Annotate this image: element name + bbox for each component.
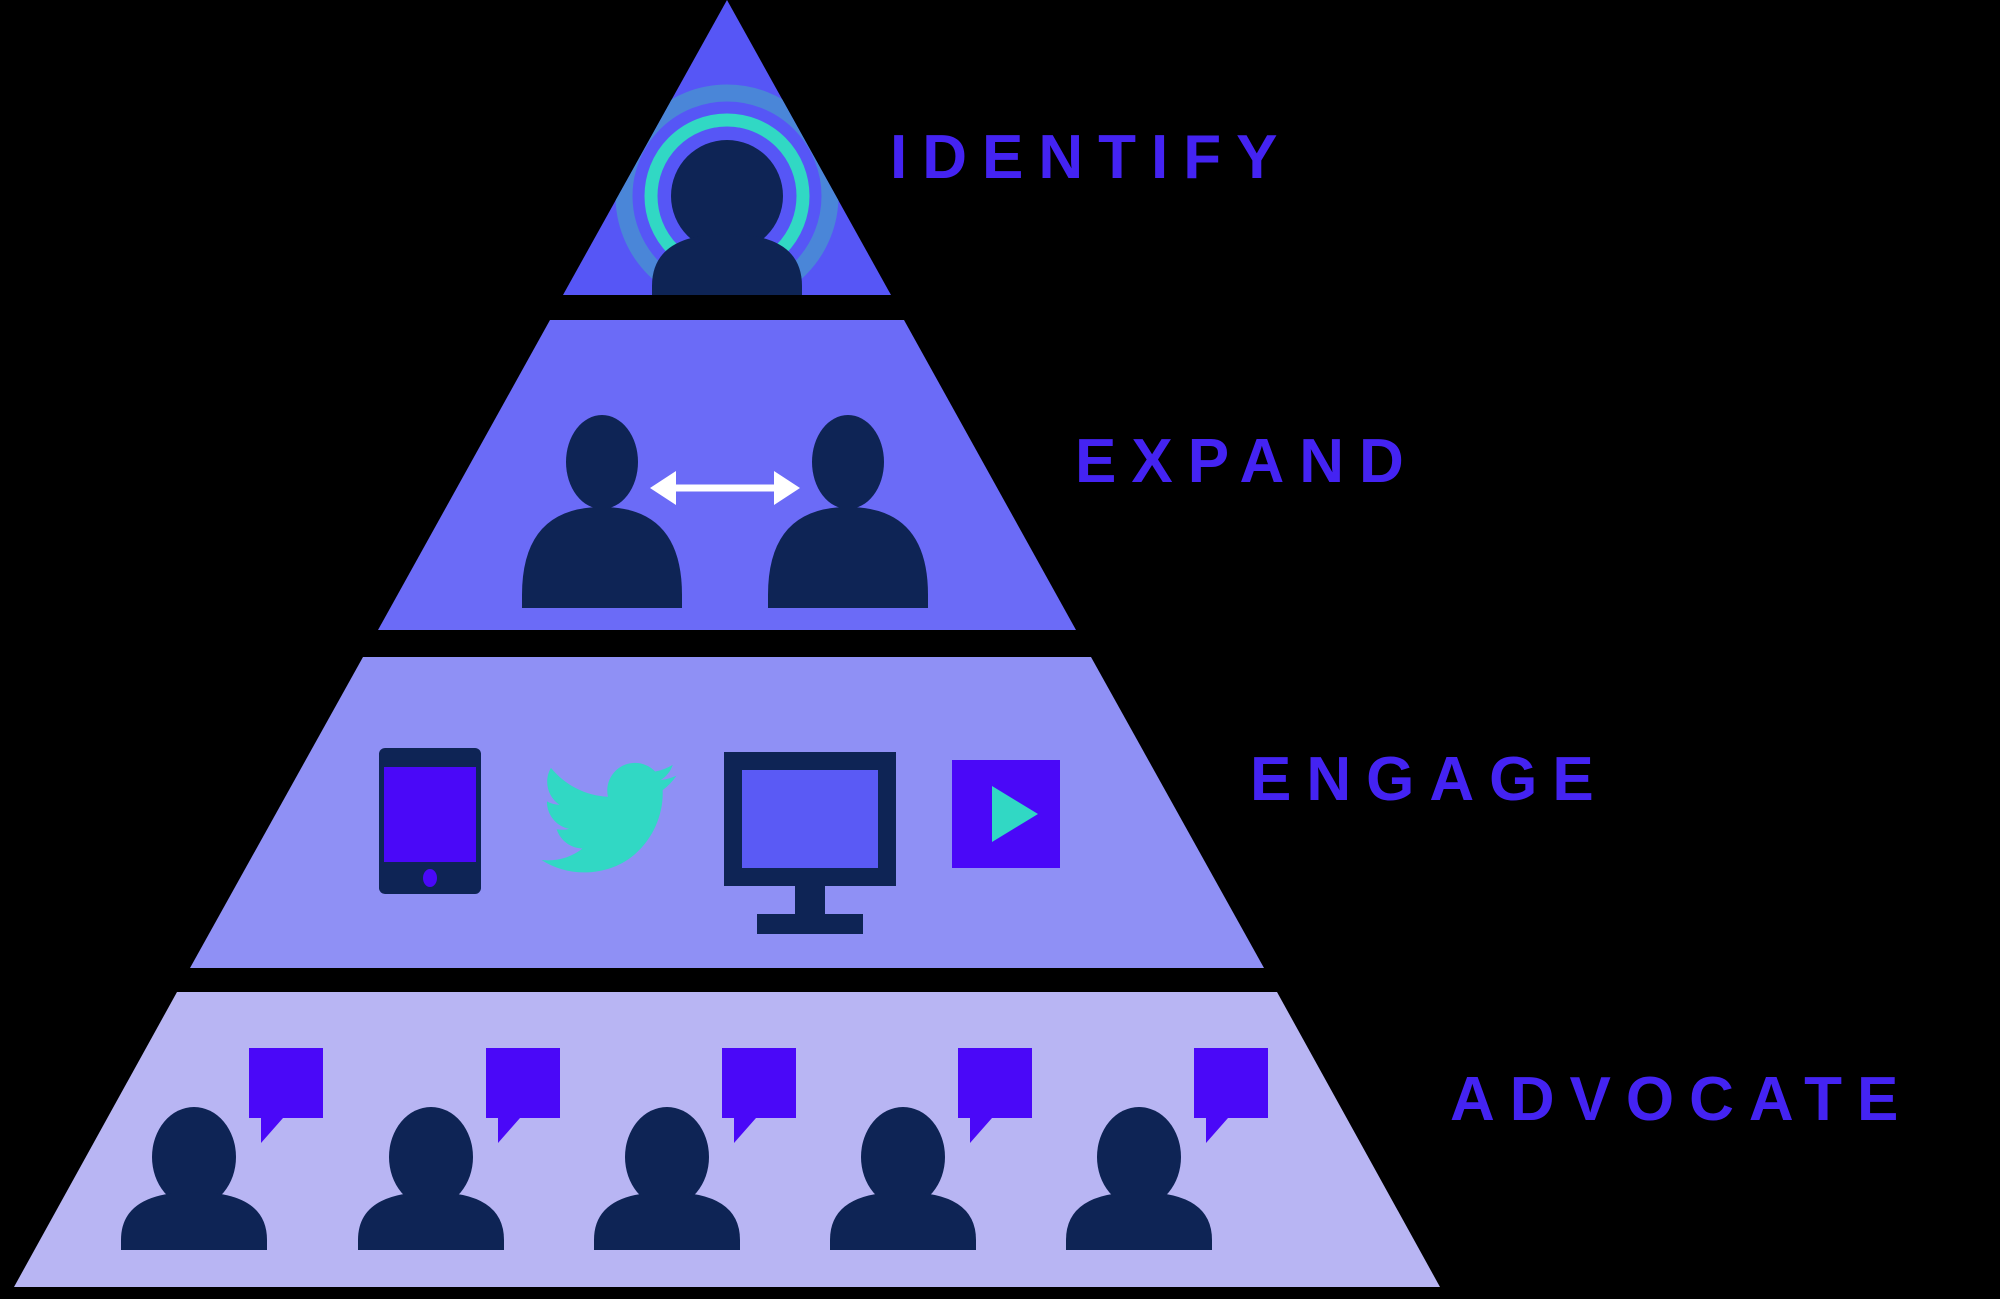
tier2-shape — [378, 320, 1076, 630]
signal-ring-outer — [615, 84, 839, 295]
monitor-icon — [724, 752, 896, 934]
pyramid-tier-expand — [378, 320, 1076, 630]
twitter-bird-icon — [541, 762, 677, 873]
level-label-engage: ENGAGE — [1250, 745, 1609, 814]
level-label-expand: EXPAND — [1075, 427, 1419, 496]
pyramid-tier-engage — [190, 657, 1264, 968]
pyramid-tier-identify — [563, 0, 891, 295]
person-head — [671, 140, 783, 252]
person-body — [652, 234, 802, 295]
pyramid-tier-advocate — [14, 992, 1440, 1287]
double-arrow-icon — [650, 471, 800, 505]
level-label-identify: IDENTIFY — [890, 123, 1292, 192]
tablet-icon — [379, 748, 481, 894]
person-signal-icon — [615, 84, 839, 295]
level-label-advocate: ADVOCATE — [1450, 1065, 1913, 1134]
video-play-icon — [952, 760, 1060, 868]
